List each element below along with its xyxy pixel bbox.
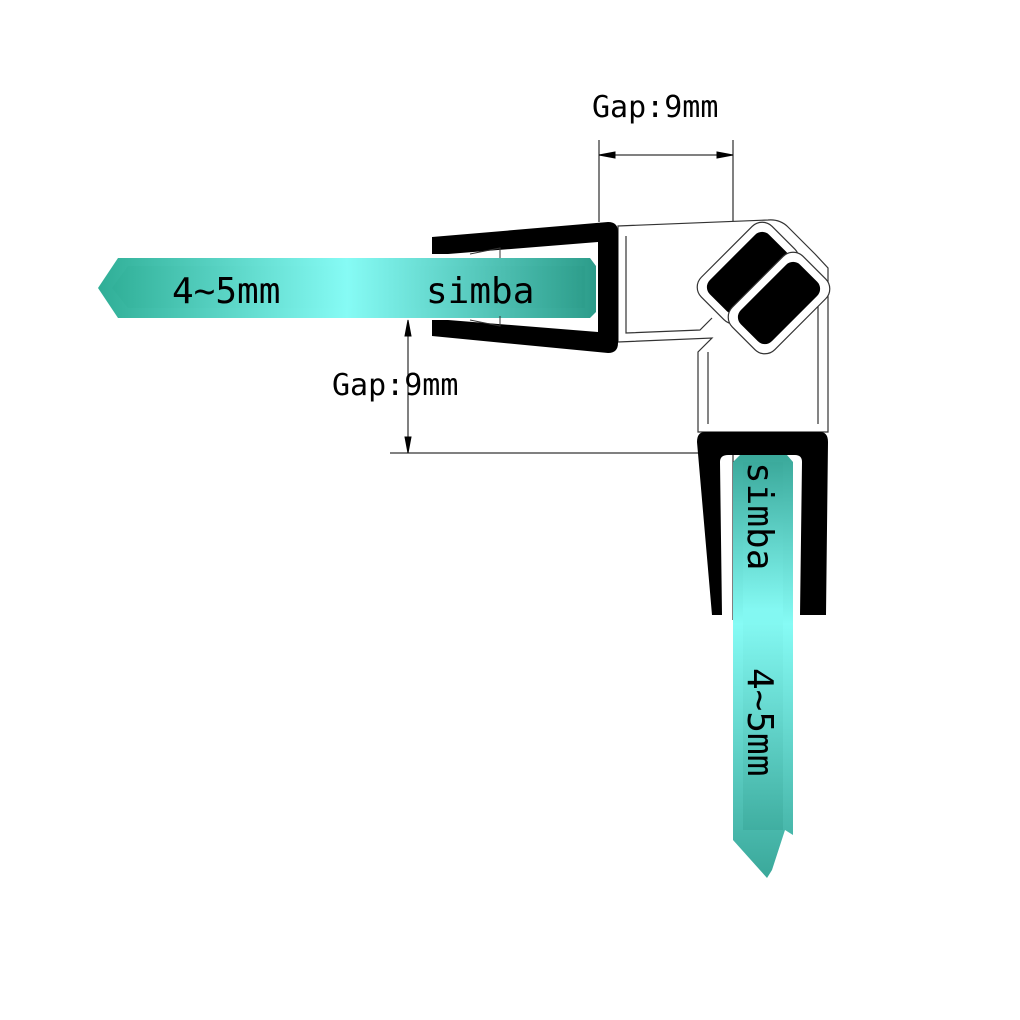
vertical-glass-brand-label: simba <box>739 462 780 570</box>
left-u-seal <box>432 222 618 353</box>
side-gap-dimension <box>390 319 735 454</box>
side-gap-label: Gap:9mm <box>332 368 458 403</box>
magnet-strip-right <box>737 261 821 345</box>
horizontal-glass-brand-label: simba <box>426 271 534 312</box>
horizontal-glass-panel: 4~5mm simba <box>98 258 596 318</box>
horizontal-glass-thickness-label: 4~5mm <box>172 271 280 312</box>
bottom-u-seal <box>697 432 828 615</box>
vertical-glass-thickness-label: 4~5mm <box>739 668 780 776</box>
top-gap-label: Gap:9mm <box>592 90 718 125</box>
magnet-hinge <box>696 221 831 355</box>
magnet-strip-left <box>706 231 790 315</box>
vertical-glass-panel: simba 4~5mm <box>733 455 793 878</box>
